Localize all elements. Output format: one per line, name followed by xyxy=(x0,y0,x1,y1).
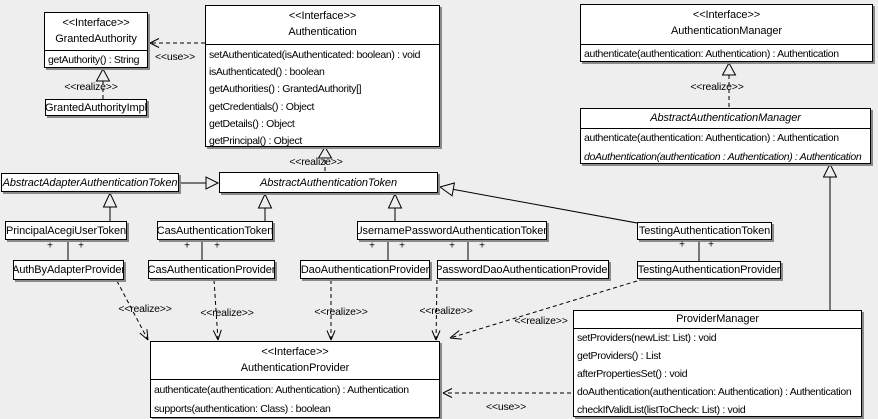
label-use-grantedauthority: <<use>> xyxy=(154,51,196,63)
class-abstract-authentication-manager[interactable]: AbstractAuthenticationManager authentica… xyxy=(580,108,871,164)
method-row: checkIfValidList(listToCheck: List) : vo… xyxy=(577,404,746,416)
label-realize-daoauthenticationprovider: <<realize>> xyxy=(314,306,368,318)
edge-gen-abstractadapter xyxy=(179,176,220,190)
edge-use-authentication-grantedauthority xyxy=(149,38,205,48)
edge-gen-usernamepasswordtoken xyxy=(387,192,403,221)
class-auth-by-adapter-provider[interactable]: AuthByAdapterProvider xyxy=(13,260,124,280)
edge-realize-abstractauthenticationtoken xyxy=(317,146,333,171)
edge-gen-providermanager xyxy=(822,162,838,310)
assoc-end-plus: + xyxy=(708,239,714,251)
assoc-end-plus: + xyxy=(47,240,53,252)
class-name: GrantedAuthorityImpl xyxy=(45,101,147,114)
edge-gen-principalacegiusertoken xyxy=(102,191,118,221)
class-name: UsernamePasswordAuthenticationToken xyxy=(357,224,547,237)
method-row: doAuthentication(authentication : Authen… xyxy=(584,150,862,163)
edge-gen-testingauthenticationtoken xyxy=(438,182,638,224)
class-username-password-authentication-token[interactable]: UsernamePasswordAuthenticationToken xyxy=(357,221,547,240)
class-name: AuthenticationProvider xyxy=(240,362,350,374)
method-row: getPrincipal() : Object xyxy=(209,135,302,147)
class-name: Authentication xyxy=(288,26,357,38)
class-name: TestingAuthenticationToken xyxy=(638,225,771,237)
method-row: isAuthenticated() : boolean xyxy=(209,65,325,78)
method-row: getAuthorities() : GrantedAuthority[] xyxy=(209,83,362,96)
method-row: getProviders() : List xyxy=(577,350,661,362)
class-name: AuthByAdapterProvider xyxy=(13,264,124,276)
stereotype: <<Interface>> xyxy=(261,346,329,358)
class-name: AbstractAdapterAuthenticationToken xyxy=(2,176,178,189)
edge-gen-casauthenticationtoken xyxy=(257,192,273,221)
class-name: CasAuthenticationToken xyxy=(157,224,273,237)
edge-use-providermanager xyxy=(442,388,571,398)
method-row: authenticate(authentication: Authenticat… xyxy=(154,383,409,396)
class-name: ProviderManager xyxy=(676,313,759,325)
class-password-dao-authentication-provider[interactable]: PasswordDaoAuthenticationProvider xyxy=(437,260,609,279)
class-granted-authority-impl[interactable]: GrantedAuthorityImpl xyxy=(45,99,147,116)
class-name: AuthenticationManager xyxy=(670,25,783,37)
class-name: PrincipalAcegiUserToken xyxy=(6,224,126,237)
class-principal-acegi-user-token[interactable]: PrincipalAcegiUserToken xyxy=(5,221,127,240)
stereotype: <<Interface>> xyxy=(62,17,130,29)
edge-realize-passworddaoprovider xyxy=(431,279,441,341)
class-name: CasAuthenticationProvider xyxy=(148,263,275,276)
class-dao-authentication-provider[interactable]: DaoAuthenticationProvider xyxy=(300,260,430,279)
edge-realize-testingauthenticationprovider xyxy=(449,280,638,340)
label-realize-casauthenticationprovider: <<realize>> xyxy=(200,307,254,319)
method-row: doAuthentication(authentication: Authent… xyxy=(577,386,852,398)
stereotype: <<Interface>> xyxy=(288,10,357,22)
assoc-end-plus: + xyxy=(449,240,455,252)
label-use-providermanager: <<use>> xyxy=(485,401,527,413)
edge-realize-casauthenticationprovider xyxy=(212,279,222,341)
label-realize-testingauthenticationprovider: <<realize>> xyxy=(514,315,568,327)
class-testing-authentication-provider[interactable]: TestingAuthenticationProvider xyxy=(637,261,781,279)
stereotype: <<Interface>> xyxy=(692,9,761,21)
class-authentication-manager[interactable]: <<Interface>> AuthenticationManager auth… xyxy=(580,4,873,62)
method-row: authenticate(authentication: Authenticat… xyxy=(584,48,839,60)
edge-realize-grantedauthorityimpl xyxy=(95,67,111,99)
method-row: getDetails() : Object xyxy=(209,117,295,130)
class-name: PasswordDaoAuthenticationProvider xyxy=(437,263,609,276)
class-cas-authentication-provider[interactable]: CasAuthenticationProvider xyxy=(148,260,275,279)
method-row: authenticate(authentication: Authenticat… xyxy=(584,132,839,145)
class-authentication[interactable]: <<Interface>> Authentication setAuthenti… xyxy=(205,5,440,147)
method-row: afterPropertiesSet() : void xyxy=(577,368,688,380)
edge-realize-abstractauthenticationmanager xyxy=(721,61,737,107)
class-name: AbstractAuthenticationManager xyxy=(650,112,801,124)
assoc-end-plus: + xyxy=(399,240,405,252)
assoc-end-plus: + xyxy=(214,240,220,252)
class-cas-authentication-token[interactable]: CasAuthenticationToken xyxy=(157,221,273,240)
label-realize-abstractauthenticationmanager: <<realize>> xyxy=(690,81,744,93)
label-realize-passworddaoprovider: <<realize>> xyxy=(419,305,473,317)
class-abstract-authentication-token[interactable]: AbstractAuthenticationToken xyxy=(219,172,438,193)
class-provider-manager[interactable]: ProviderManager setProviders(newList: Li… xyxy=(573,310,862,417)
edge-realize-authbyadapterprovider xyxy=(116,280,149,341)
method-row: setProviders(newList: List) : void xyxy=(577,332,717,344)
label-realize-grantedauthorityimpl: <<realize>> xyxy=(64,81,118,93)
assoc-end-plus: + xyxy=(479,240,485,252)
class-granted-authority[interactable]: <<Interface>> GrantedAuthority getAuthor… xyxy=(44,12,148,68)
method-row: setAuthenticated(isAuthenticated: boolea… xyxy=(209,48,421,61)
class-name: GrantedAuthority xyxy=(55,33,137,45)
method-row: getCredentials() : Object xyxy=(209,100,315,113)
assoc-end-plus: + xyxy=(78,240,84,252)
assoc-end-plus: + xyxy=(679,239,685,251)
class-testing-authentication-token[interactable]: TestingAuthenticationToken xyxy=(637,222,772,240)
method-row: supports(authentication: Class) : boolea… xyxy=(154,403,331,416)
label-realize-authbyadapterprovider: <<realize>> xyxy=(118,303,172,315)
class-authentication-provider[interactable]: <<Interface>> AuthenticationProvider aut… xyxy=(150,341,440,418)
method-row: getAuthority() : String xyxy=(48,54,140,66)
label-realize-abstractauthenticationtoken: <<realize>> xyxy=(289,156,343,168)
class-abstract-adapter-authentication-token[interactable]: AbstractAdapterAuthenticationToken xyxy=(1,173,179,192)
assoc-end-plus: + xyxy=(369,240,375,252)
edge-realize-daoauthenticationprovider xyxy=(326,280,336,341)
class-name: DaoAuthenticationProvider xyxy=(300,263,430,276)
class-name: AbstractAuthenticationToken xyxy=(260,176,397,189)
assoc-end-plus: + xyxy=(184,240,190,252)
class-name: TestingAuthenticationProvider xyxy=(637,264,781,276)
